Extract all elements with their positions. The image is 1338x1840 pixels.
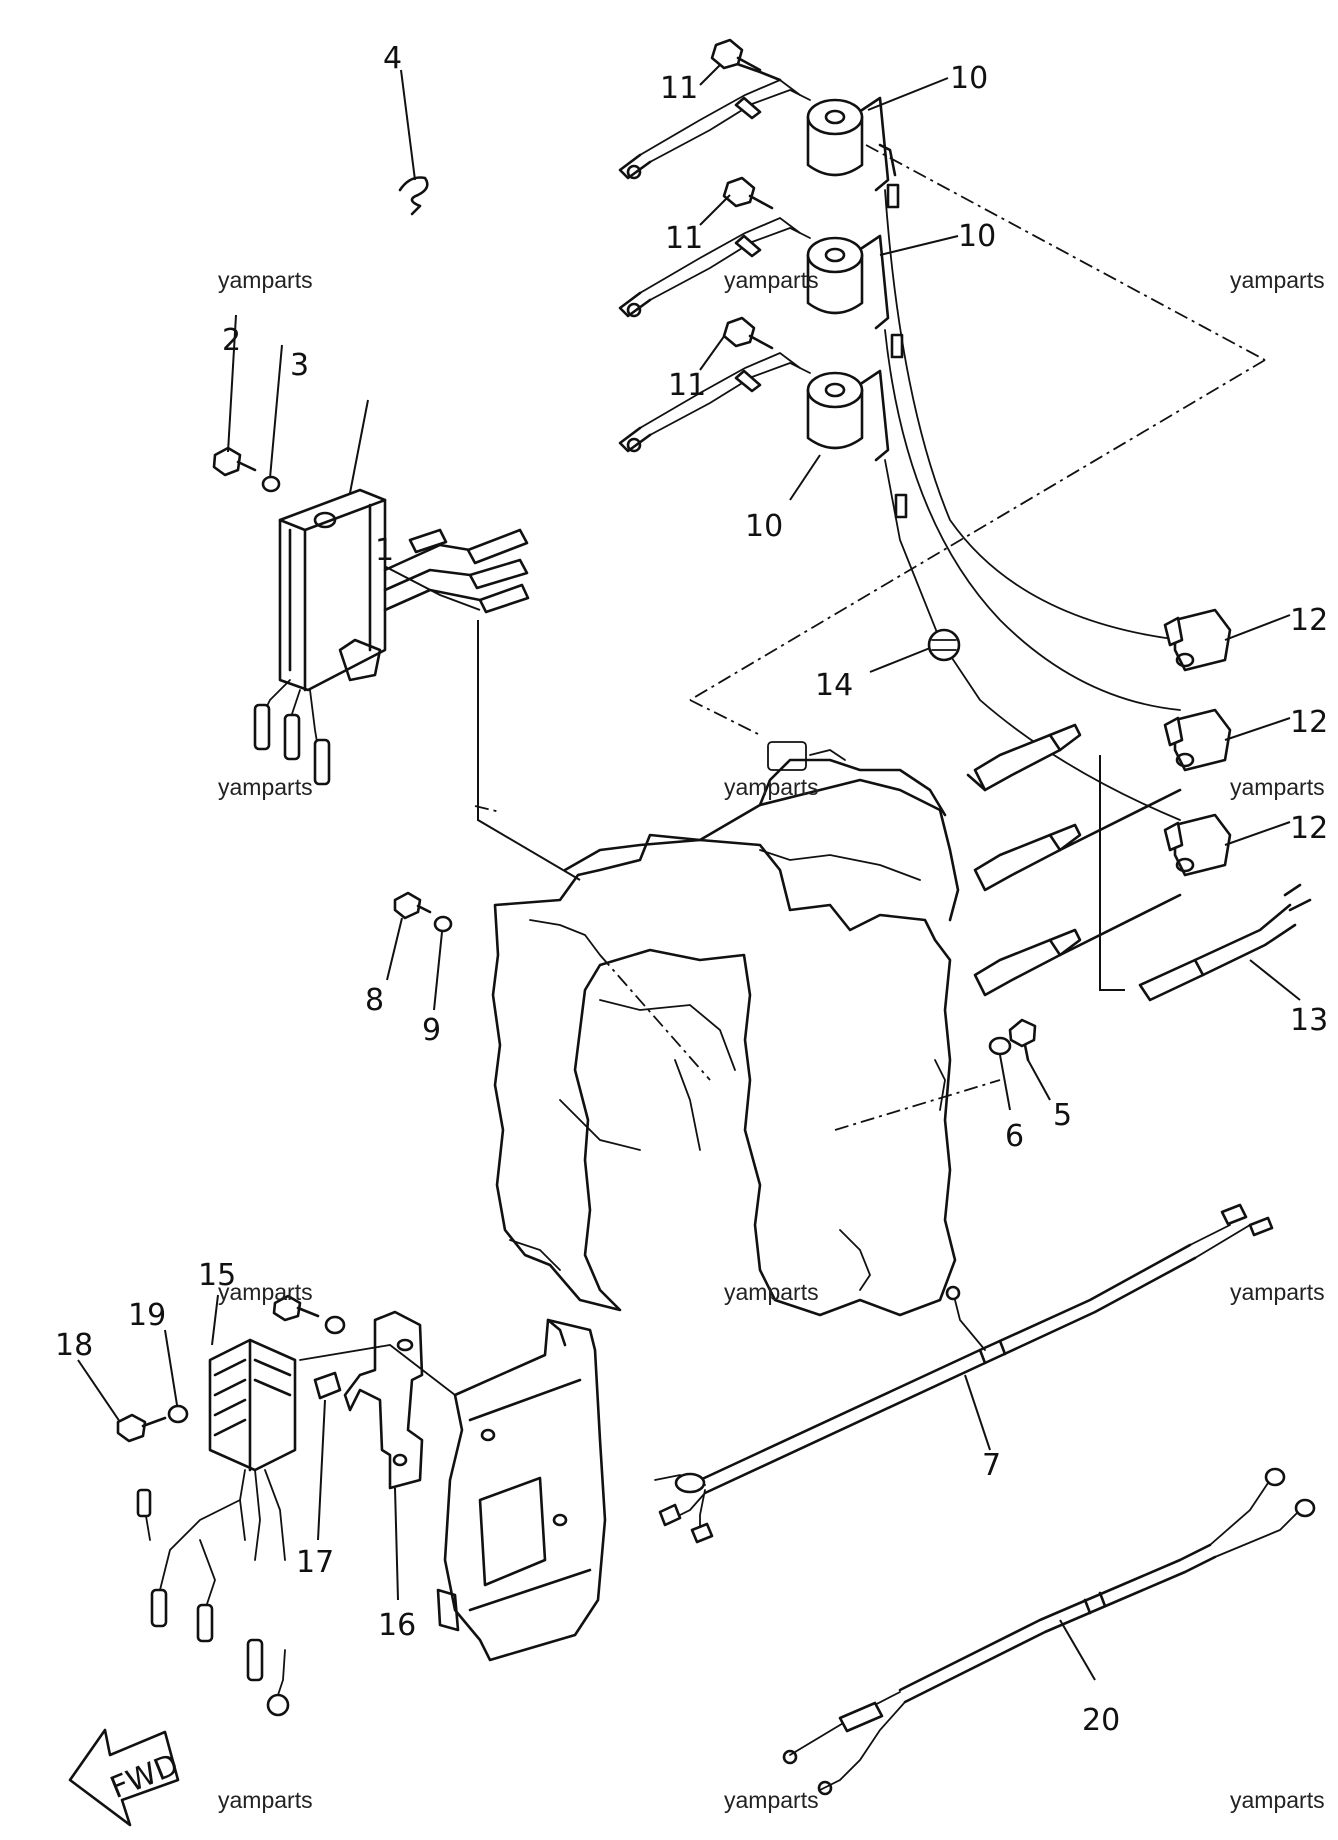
callout-6: 6 bbox=[1005, 1119, 1024, 1154]
grommet bbox=[927, 628, 961, 662]
rectifier-regulator bbox=[136, 1338, 297, 1717]
callout-15: 15 bbox=[198, 1258, 236, 1293]
callout-10-middle: 10 bbox=[958, 219, 996, 254]
washer bbox=[433, 915, 453, 933]
spark-plug-cap bbox=[1163, 813, 1232, 877]
callout-11-bottom: 11 bbox=[668, 368, 706, 403]
bolt bbox=[116, 1413, 167, 1443]
watermark: yamparts bbox=[724, 774, 819, 800]
spark-plug bbox=[973, 788, 1182, 892]
engine-block bbox=[491, 741, 960, 1317]
electric-bracket-plate bbox=[299, 1318, 607, 1662]
spark-plug bbox=[966, 723, 1082, 792]
callout-10-top: 10 bbox=[950, 61, 988, 96]
callout-12-middle: 12 bbox=[1290, 705, 1328, 740]
bolt bbox=[722, 316, 774, 350]
callout-labels: 1 2 3 4 5 6 7 8 9 10 10 10 11 11 11 12 1… bbox=[55, 41, 1328, 1738]
thermo-sensor bbox=[1138, 883, 1312, 1002]
callout-4: 4 bbox=[383, 41, 402, 76]
bolt bbox=[393, 891, 432, 920]
leader-lines bbox=[77, 64, 1301, 1681]
callout-8: 8 bbox=[365, 983, 384, 1018]
callout-1: 1 bbox=[375, 533, 394, 568]
callout-16: 16 bbox=[378, 1608, 416, 1643]
ignition-coil bbox=[618, 56, 897, 192]
callout-18: 18 bbox=[55, 1328, 93, 1363]
watermark: yamparts bbox=[724, 1787, 819, 1813]
watermark: yamparts bbox=[1230, 1787, 1325, 1813]
watermark: yamparts bbox=[1230, 774, 1325, 800]
callout-12-top: 12 bbox=[1290, 603, 1328, 638]
watermark: yamparts bbox=[218, 1279, 313, 1305]
callout-11-top: 11 bbox=[660, 71, 698, 106]
bracket bbox=[343, 1310, 424, 1490]
callout-19: 19 bbox=[128, 1298, 166, 1333]
spark-plug bbox=[973, 893, 1182, 997]
clip bbox=[398, 176, 429, 216]
washer bbox=[167, 1404, 189, 1424]
watermark: yamparts bbox=[218, 267, 313, 293]
callout-11-middle: 11 bbox=[665, 221, 703, 256]
callout-10-bottom: 10 bbox=[745, 509, 783, 544]
wire-harness bbox=[782, 1467, 1316, 1796]
washer bbox=[324, 1315, 346, 1335]
watermark: yamparts bbox=[218, 774, 313, 800]
callout-3: 3 bbox=[290, 348, 309, 383]
watermark: yamparts bbox=[724, 267, 819, 293]
callout-12-bottom: 12 bbox=[1290, 811, 1328, 846]
ignition-coil bbox=[618, 351, 890, 462]
high-tension-leads bbox=[884, 183, 1181, 821]
bolt bbox=[272, 1294, 320, 1322]
callout-2: 2 bbox=[222, 323, 241, 358]
callout-13: 13 bbox=[1290, 1003, 1328, 1038]
spark-plug-cap bbox=[1163, 708, 1232, 772]
cdi-unit bbox=[253, 488, 530, 786]
watermarks: yamparts yamparts yamparts yamparts yamp… bbox=[218, 267, 1325, 1813]
reference-lines bbox=[314, 144, 1266, 1131]
callout-17: 17 bbox=[296, 1545, 334, 1580]
wire-harness bbox=[654, 1203, 1274, 1544]
bolt bbox=[722, 176, 774, 210]
watermark: yamparts bbox=[1230, 267, 1325, 293]
bolt bbox=[212, 446, 257, 477]
callout-20: 20 bbox=[1082, 1703, 1120, 1738]
spark-plug-cap bbox=[1163, 608, 1232, 672]
ignition-coil bbox=[618, 216, 890, 330]
watermark: yamparts bbox=[724, 1279, 819, 1305]
washer bbox=[988, 1036, 1012, 1056]
clamp bbox=[313, 1371, 342, 1400]
watermark: yamparts bbox=[1230, 1279, 1325, 1305]
callout-9: 9 bbox=[422, 1013, 441, 1048]
callout-5: 5 bbox=[1053, 1098, 1072, 1133]
watermark: yamparts bbox=[218, 1787, 313, 1813]
bolt bbox=[710, 38, 762, 72]
fwd-arrow-icon: FWD bbox=[68, 1728, 183, 1827]
callout-14: 14 bbox=[815, 668, 853, 703]
bolt bbox=[1008, 1018, 1037, 1062]
callout-7: 7 bbox=[982, 1448, 1001, 1483]
washer bbox=[261, 475, 281, 493]
